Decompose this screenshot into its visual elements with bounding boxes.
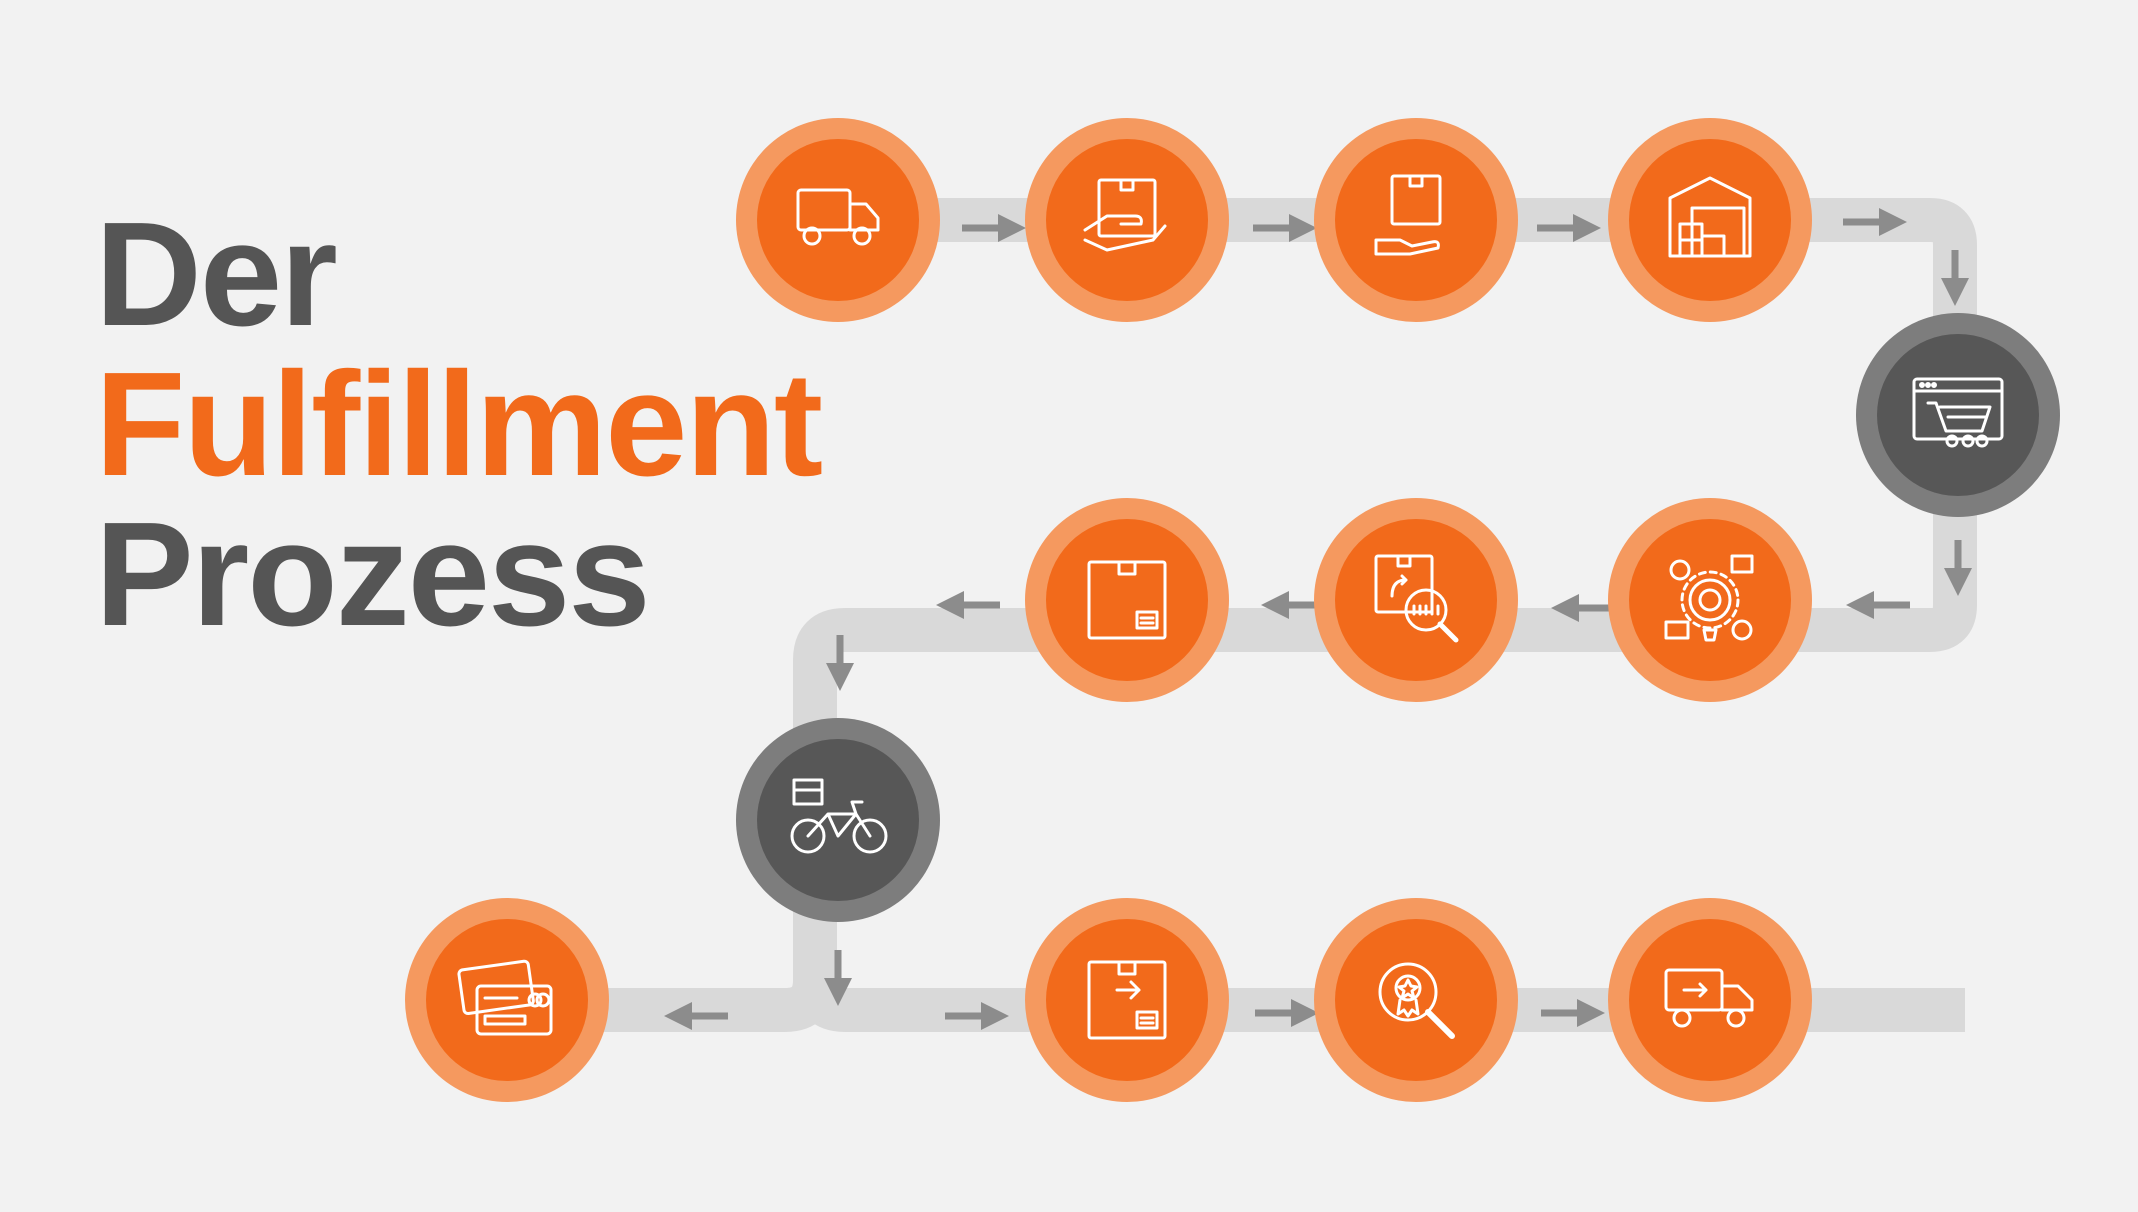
- process-step-1: [736, 118, 940, 322]
- diagram-title: Der Fulfillment Prozess: [95, 192, 823, 657]
- shipping-truck-icon: [1664, 968, 1754, 1028]
- step-disc: [1046, 519, 1208, 681]
- process-step-7: [1314, 498, 1518, 702]
- arrows: [664, 208, 1972, 1030]
- step-disc: [1046, 919, 1208, 1081]
- package-in-hand-icon: [1374, 174, 1442, 256]
- process-step-10: [1025, 898, 1229, 1102]
- title-line-prozess: Prozess: [95, 492, 651, 657]
- process-step-13: [405, 898, 609, 1102]
- online-shop-cart-icon: [1912, 377, 2004, 448]
- step-disc: [757, 739, 919, 901]
- step-disc: [1629, 919, 1791, 1081]
- step-disc: [1046, 139, 1208, 301]
- step-disc: [426, 919, 588, 1081]
- path-branch-left: [505, 978, 837, 1032]
- step-disc: [1335, 519, 1497, 681]
- process-step-6: [1608, 498, 1812, 702]
- step-disc: [1629, 519, 1791, 681]
- step-disc: [1335, 139, 1497, 301]
- delivery-truck-icon: [796, 188, 880, 246]
- title-line-der: Der: [95, 192, 338, 357]
- process-step-9: [736, 718, 940, 922]
- step-disc: [757, 139, 919, 301]
- step-disc: [1629, 139, 1791, 301]
- delivery-bicycle-icon: [790, 778, 888, 854]
- receive-package-handshake-icon: [1083, 178, 1167, 252]
- process-step-5: [1856, 313, 2060, 517]
- process-gear-idea-icon: [1664, 554, 1754, 642]
- step-disc: [1877, 334, 2039, 496]
- nodes: [405, 118, 2060, 1102]
- process-step-3: [1314, 118, 1518, 322]
- package-shipping-label-icon: [1087, 960, 1167, 1040]
- process-step-12: [1608, 898, 1812, 1102]
- process-step-8: [1025, 498, 1229, 702]
- title-line-fulfillment: Fulfillment: [95, 342, 823, 507]
- quality-check-magnifier-icon: [1378, 962, 1455, 1039]
- warehouse-icon: [1668, 176, 1752, 258]
- process-step-2: [1025, 118, 1229, 322]
- process-step-11: [1314, 898, 1518, 1102]
- payment-cards-icon: [457, 959, 553, 1036]
- package-barcode-scan-icon: [1374, 554, 1459, 643]
- package-box-icon: [1087, 560, 1167, 640]
- process-step-4: [1608, 118, 1812, 322]
